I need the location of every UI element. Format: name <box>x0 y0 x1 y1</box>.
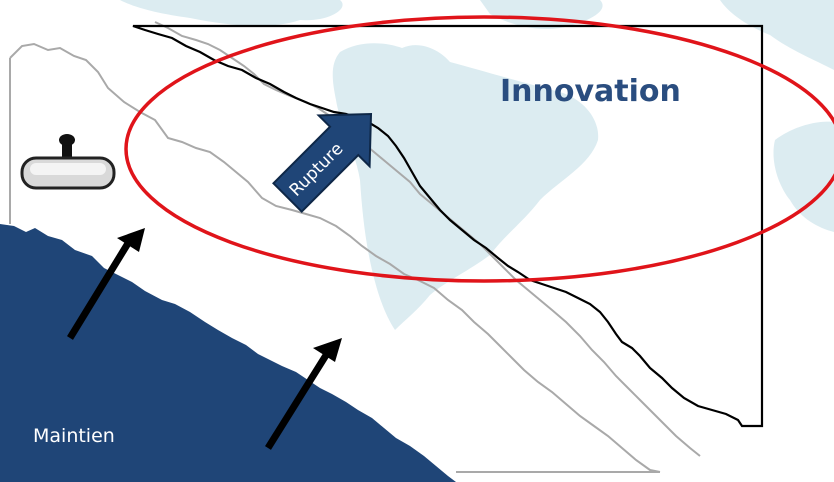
map-landmass-east <box>720 0 834 70</box>
map-landmass-africa-west <box>773 121 834 232</box>
maintien-arrow-right <box>265 338 342 450</box>
maintien-arrow-left <box>67 228 145 340</box>
rear-view-mirror-icon <box>20 134 116 190</box>
map-landmass-north-america <box>120 0 343 26</box>
innovation-zone-outline <box>132 24 764 428</box>
world-map-background <box>120 0 834 331</box>
maintien-region <box>0 224 456 482</box>
left-boundary-curve <box>9 42 661 473</box>
middle-boundary-curve <box>154 21 701 457</box>
map-landmass-south-america <box>332 43 599 331</box>
maintien-arrow-right-head <box>313 338 342 362</box>
innovation-label: Innovation <box>500 74 681 109</box>
maintien-arrow-left-head <box>117 228 145 252</box>
maintien-label: Maintien <box>33 425 115 447</box>
rupture-arrow-shape <box>272 112 373 213</box>
innovation-highlight-ellipse <box>124 15 834 283</box>
map-landmass-north-europe <box>480 0 603 29</box>
